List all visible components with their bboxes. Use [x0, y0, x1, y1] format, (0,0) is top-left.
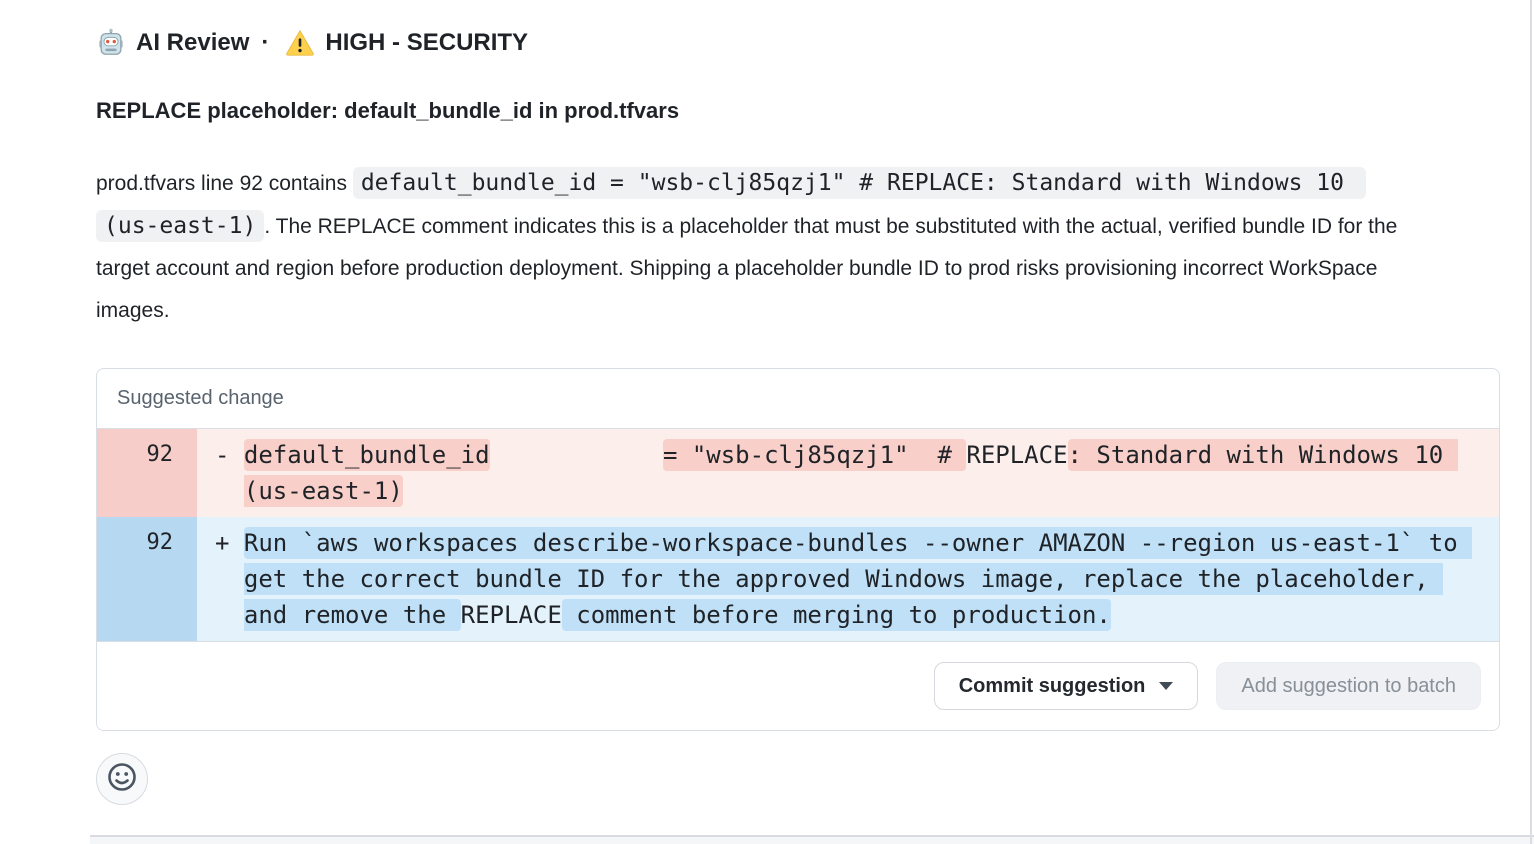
- suggestion-footer: Commit suggestion Add suggestion to batc…: [97, 641, 1499, 730]
- robot-icon: [96, 28, 126, 58]
- commit-suggestion-button[interactable]: Commit suggestion: [933, 662, 1199, 710]
- body-text-pre: prod.tfvars line 92 contains: [96, 172, 353, 195]
- suggested-change-header: Suggested change: [97, 369, 1499, 429]
- suggested-change-box: Suggested change 92 - default_bundle_id …: [96, 368, 1500, 731]
- body-text-post: . The REPLACE comment indicates this is …: [96, 215, 1398, 322]
- severity-label: HIGH - SECURITY: [325, 29, 529, 56]
- header-separator: ·: [261, 29, 270, 56]
- emoji-reaction-button[interactable]: [96, 753, 148, 805]
- section-divider: [90, 835, 1534, 837]
- smiley-icon: [106, 761, 138, 798]
- warning-icon: [285, 28, 315, 58]
- addition-line-number: 92: [97, 517, 197, 641]
- diff-addition-row: 92 + Run `aws workspaces describe-worksp…: [97, 517, 1499, 641]
- add-suggestion-to-batch-label: Add suggestion to batch: [1241, 674, 1456, 697]
- addition-code: + Run `aws workspaces describe-workspace…: [215, 527, 1473, 631]
- app-title: AI Review: [136, 29, 250, 56]
- chevron-down-icon: [1159, 682, 1174, 690]
- comment-body: prod.tfvars line 92 contains default_bun…: [96, 162, 1406, 332]
- page-right-border: [1530, 0, 1532, 844]
- deletion-line-number: 92: [97, 429, 197, 517]
- comment-title: REPLACE placeholder: default_bundle_id i…: [96, 98, 680, 123]
- deletion-code: - default_bundle_id = "wsb-clj85qzj1" # …: [215, 439, 1458, 507]
- add-suggestion-to-batch-button[interactable]: Add suggestion to batch: [1216, 662, 1481, 710]
- commit-suggestion-label: Commit suggestion: [958, 674, 1146, 697]
- diff-deletion-row: 92 - default_bundle_id = "wsb-clj85qzj1"…: [97, 429, 1499, 517]
- next-section-strip: [90, 837, 1534, 844]
- review-comment: AI Review · HIGH - SECURITY REPLACE plac…: [96, 28, 1500, 805]
- review-header: AI Review · HIGH - SECURITY: [96, 28, 1500, 58]
